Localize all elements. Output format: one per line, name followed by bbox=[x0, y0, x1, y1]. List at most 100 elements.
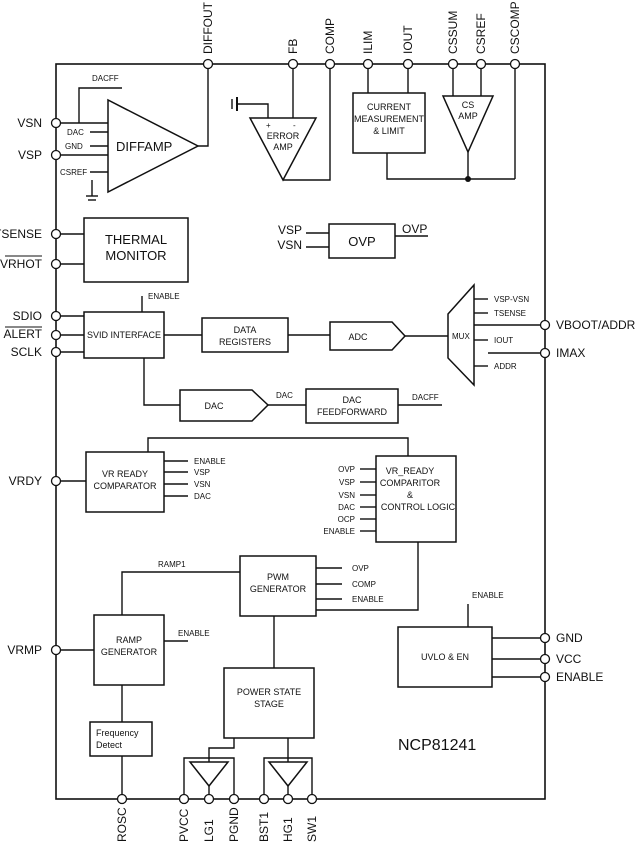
pin-ilim bbox=[362, 58, 374, 70]
ramp1-wire bbox=[121, 571, 240, 615]
diffamp-label: DIFFAMP bbox=[116, 139, 172, 154]
power-state-label2: STAGE bbox=[254, 699, 284, 709]
thermal-label2: MONITOR bbox=[105, 248, 166, 263]
vrdy-loop-wire bbox=[147, 437, 409, 456]
dac-block: DAC DAC bbox=[179, 389, 306, 422]
pin-label-hg1: HG1 bbox=[281, 817, 295, 842]
error-amp-triangle bbox=[248, 117, 318, 182]
adc-label: ADC bbox=[348, 332, 368, 342]
bottom-pins: ROSC PVCC LG1 PGND BST1 HG1 SW1 bbox=[115, 793, 319, 842]
adc-box bbox=[329, 321, 407, 351]
pin-comp bbox=[324, 58, 336, 70]
vr-ctrl-label1: VR_READY bbox=[386, 466, 435, 476]
pin-vcc bbox=[539, 653, 551, 665]
pin-vrdy bbox=[50, 475, 62, 487]
cs-amp-label1: CS bbox=[462, 100, 475, 110]
mux-input-iout: IOUT bbox=[494, 336, 513, 345]
thermal-monitor-box bbox=[83, 217, 189, 283]
pin-label-tsense: TSENSE bbox=[0, 227, 42, 241]
pin-label-lg1: LG1 bbox=[202, 819, 216, 842]
svid-block: SVID INTERFACE ENABLE bbox=[60, 292, 202, 406]
pin-label-gnd: GND bbox=[556, 631, 583, 645]
ramp1-label: RAMP1 bbox=[158, 560, 186, 569]
vr-ctrl-input-dac: DAC bbox=[338, 503, 355, 512]
high-side-driver-icon bbox=[267, 761, 309, 788]
pin-vrhot bbox=[50, 258, 62, 270]
mux-input-vsp-vsn: VSP-VSN bbox=[494, 295, 529, 304]
data-regs-label1: DATA bbox=[234, 325, 257, 335]
uvlo-label: UVLO & EN bbox=[421, 652, 469, 662]
pwm-box bbox=[239, 555, 317, 617]
pwm-block: PWM GENERATOR RAMP1 OVP COMP ENABLE bbox=[121, 555, 384, 668]
data-regs-label2: REGISTERS bbox=[219, 337, 271, 347]
mux-shape bbox=[447, 283, 475, 387]
pin-label-vsn: VSN bbox=[17, 116, 42, 130]
ovp-block: OVP VSP VSN OVP bbox=[277, 222, 428, 259]
vr-ctrl-label4: CONTROL LOGIC bbox=[381, 502, 456, 512]
freq-detect-label2: Detect bbox=[96, 740, 123, 750]
current-meas-label3: & LIMIT bbox=[373, 126, 405, 136]
junction-dot bbox=[465, 176, 471, 182]
pin-label-vrdy: VRDY bbox=[9, 474, 42, 488]
pin-pgnd bbox=[228, 793, 240, 805]
diffout-wire bbox=[198, 68, 209, 147]
dac-ff-label1: DAC bbox=[342, 395, 362, 405]
vr-ready-input-enable: ENABLE bbox=[194, 457, 226, 466]
pin-label-csref: CSREF bbox=[474, 13, 488, 54]
pin-label-cscomp: CSCOMP bbox=[508, 1, 522, 54]
dac-ff-out-label: DACFF bbox=[412, 393, 439, 402]
vr-ctrl-input-enable: ENABLE bbox=[323, 527, 355, 536]
frequency-detect-block: Frequency Detect bbox=[89, 721, 153, 795]
comp-wire bbox=[283, 68, 331, 181]
power-state-box bbox=[223, 667, 315, 739]
pin-bst1 bbox=[258, 793, 270, 805]
pin-lg1 bbox=[203, 793, 215, 805]
cs-bus-wire bbox=[386, 153, 515, 180]
pin-label-imax: IMAX bbox=[556, 346, 585, 360]
pin-cscomp bbox=[509, 58, 521, 70]
svid-enable-label: ENABLE bbox=[148, 292, 180, 301]
pin-label-comp: COMP bbox=[323, 18, 337, 54]
pin-vrmp bbox=[50, 644, 62, 656]
pin-iout bbox=[402, 58, 414, 70]
pwm-label2: GENERATOR bbox=[250, 584, 307, 594]
part-number: NCP81241 bbox=[398, 737, 476, 754]
vr-ctrl-input-vsp: VSP bbox=[339, 478, 355, 487]
pin-tsense bbox=[50, 228, 62, 240]
mux-input-tsense: TSENSE bbox=[494, 309, 526, 318]
vr-ready-label1: VR READY bbox=[102, 469, 148, 479]
vr-ctrl-input-ovp: OVP bbox=[338, 465, 355, 474]
current-meas-label2: MEASUREMENT bbox=[354, 114, 425, 124]
svid-to-dac-wire bbox=[143, 358, 180, 406]
ctrl-to-pwm-wire bbox=[316, 542, 419, 611]
current-meas-label1: CURRENT bbox=[367, 102, 412, 112]
left-pins: VSN VSP TSENSE VRHOT SDIO ALERT SCLK VRD… bbox=[0, 116, 62, 657]
pin-sdio bbox=[50, 310, 62, 322]
pin-label-fb: FB bbox=[286, 39, 300, 54]
dacff-label: DACFF bbox=[92, 74, 119, 83]
thermal-monitor-block: THERMAL MONITOR bbox=[60, 217, 189, 283]
dacff-wire bbox=[78, 87, 122, 123]
adc-block: ADC bbox=[329, 321, 448, 351]
pin-label-iout: IOUT bbox=[401, 25, 415, 54]
vr-ready-input-dac: DAC bbox=[194, 492, 211, 501]
vr-ready-label2: COMPARATOR bbox=[93, 481, 157, 491]
vr-ready-input-vsp: VSP bbox=[194, 468, 210, 477]
pin-cssum bbox=[447, 58, 459, 70]
top-pins: DIFFOUT FB COMP ILIM IOUT CSSUM CSREF CS… bbox=[201, 1, 522, 70]
pin-imax bbox=[539, 347, 551, 359]
svid-label: SVID INTERFACE bbox=[87, 330, 161, 340]
diffamp-input-csref: CSREF bbox=[60, 168, 87, 177]
vr-ctrl-input-vsn: VSN bbox=[339, 491, 356, 500]
pin-label-pvcc: PVCC bbox=[177, 808, 191, 842]
error-amp-ref-wire bbox=[238, 103, 269, 118]
pin-hg1 bbox=[282, 793, 294, 805]
vr-ready-control-block: VR_READY COMPARITOR & CONTROL LOGIC OVP … bbox=[316, 455, 457, 611]
power-state-block: POWER STATE STAGE bbox=[208, 667, 315, 762]
ramp-gen-enable: ENABLE bbox=[178, 629, 210, 638]
pin-label-sclk: SCLK bbox=[11, 345, 42, 359]
mux-input-addr: ADDR bbox=[494, 362, 517, 371]
vr-ready-box bbox=[85, 451, 165, 513]
pin-vsp bbox=[50, 149, 62, 161]
